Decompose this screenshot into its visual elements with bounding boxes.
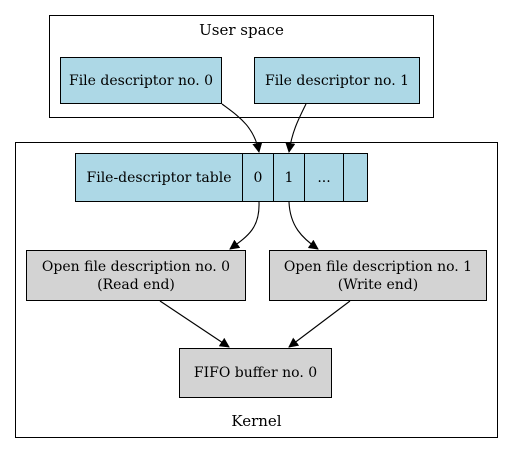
file-descriptor-1-label: File descriptor no. 1 (264, 72, 409, 89)
edge-ofd0-to-fifo (159, 300, 230, 348)
fd-table-label-cell: File-descriptor table (75, 153, 243, 202)
fd-table-label: File-descriptor table (86, 169, 232, 186)
fd-table-cell-1: 1 (273, 153, 305, 202)
user-space-cluster: User space (49, 15, 434, 118)
fd-table-cell-0-label: 0 (253, 169, 263, 186)
fifo-buffer-node: FIFO buffer no. 0 (179, 348, 332, 398)
ofd1-line1: Open file description no. 1 (283, 258, 473, 275)
user-space-label: User space (199, 21, 284, 39)
fifo-buffer-label: FIFO buffer no. 0 (193, 365, 318, 381)
kernel-label: Kernel (231, 412, 282, 430)
edge-fd0-to-table-0 (221, 103, 263, 153)
open-file-description-1-node: Open file description no. 1 (Write end) (269, 250, 487, 301)
edge-fd1-to-table-1 (285, 103, 307, 153)
fd-table-cell-empty (343, 153, 368, 202)
ofd0-line2: (Read end) (97, 276, 175, 293)
fd-table-cell-1-label: 1 (284, 169, 294, 186)
file-descriptor-0-node: File descriptor no. 0 (60, 57, 222, 104)
edge-table-1-to-ofd1 (288, 201, 319, 250)
ofd1-line2: (Write end) (337, 276, 419, 293)
edge-ofd1-to-fifo (288, 300, 351, 348)
fd-table-cell-ellipsis-label: ... (317, 169, 331, 186)
fd-table-cell-ellipsis: ... (304, 153, 344, 202)
file-descriptor-1-node: File descriptor no. 1 (254, 57, 420, 104)
edge-table-0-to-ofd0 (229, 201, 260, 250)
file-descriptor-0-label: File descriptor no. 0 (68, 72, 213, 89)
fd-table-cell-0: 0 (242, 153, 274, 202)
open-file-description-0-node: Open file description no. 0 (Read end) (26, 250, 246, 301)
ofd0-line1: Open file description no. 0 (41, 258, 231, 275)
